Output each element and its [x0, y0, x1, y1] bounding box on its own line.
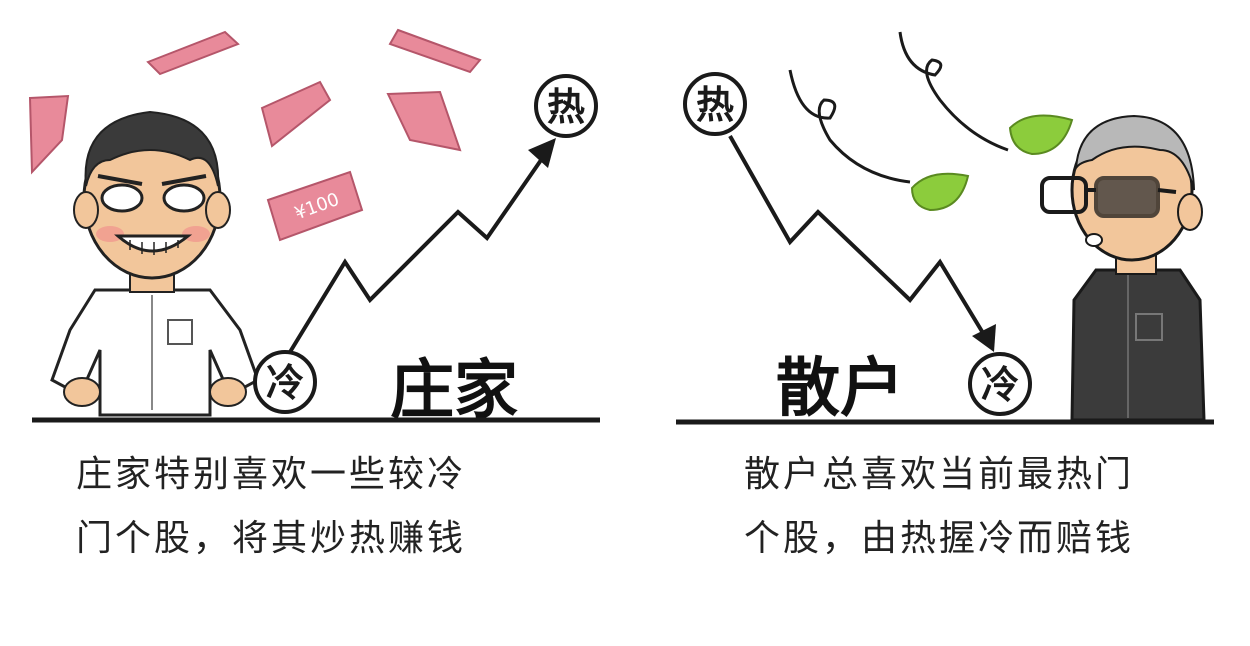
right-hand	[209, 377, 247, 407]
right-caption-line2: 个股，由热握冷而赔钱	[744, 518, 1135, 559]
cold-circle-left-label: 冷	[266, 361, 304, 405]
right-cheek	[182, 226, 210, 242]
left-title: 庄家	[390, 354, 518, 428]
right-brow	[161, 174, 207, 186]
happy-man	[50, 110, 260, 417]
banknote	[260, 80, 332, 148]
hot-circle-left-label: 热	[547, 85, 585, 129]
cold-circle-right	[968, 352, 1032, 416]
ear	[1177, 193, 1203, 231]
right-panel: 热 冷 散户	[676, 31, 1214, 426]
shirt-pocket	[167, 319, 193, 345]
grin	[114, 234, 193, 253]
left-panel: ¥100	[28, 28, 600, 428]
banknote	[146, 30, 240, 76]
grey-hair	[1074, 114, 1195, 191]
wind-line	[898, 31, 1009, 152]
rising-trend-line	[288, 148, 550, 354]
left-caption-line2: 门个股，将其炒热赚钱	[76, 518, 467, 559]
dark-shirt	[1070, 268, 1206, 422]
left-eye	[100, 183, 144, 213]
banknote-group	[28, 28, 482, 242]
wind-line	[788, 69, 911, 184]
banknote	[388, 28, 482, 74]
banknote	[28, 94, 70, 175]
hot-circle-right	[683, 72, 747, 136]
mouth	[1085, 233, 1103, 247]
leaf	[1008, 114, 1074, 156]
leaf	[910, 172, 970, 212]
left-ear	[73, 191, 99, 229]
banknote	[386, 90, 462, 152]
rising-arrowhead	[528, 138, 556, 168]
banknote	[266, 170, 364, 242]
right-title: 散户	[776, 352, 904, 426]
right-ear	[205, 191, 231, 229]
shirt-pocket	[1135, 313, 1163, 341]
falling-arrowhead	[972, 324, 996, 352]
right-eye	[162, 183, 206, 213]
hot-circle-left	[534, 74, 598, 138]
hair	[84, 110, 220, 187]
glasses-left	[1040, 176, 1088, 214]
cold-circle-right-label: 冷	[981, 363, 1019, 407]
hot-circle-right-label: 热	[696, 83, 734, 127]
left-brow	[97, 174, 143, 186]
right-caption-line1: 散户总喜欢当前最热门	[744, 454, 1135, 495]
left-hand	[63, 377, 101, 407]
left-caption-line1: 庄家特别喜欢一些较冷	[76, 454, 467, 495]
glasses-right	[1094, 176, 1160, 218]
falling-trend-line	[728, 135, 988, 340]
sad-man	[1040, 114, 1206, 422]
cold-circle-left	[253, 350, 317, 414]
white-shirt	[50, 288, 260, 417]
left-cheek	[96, 226, 124, 242]
